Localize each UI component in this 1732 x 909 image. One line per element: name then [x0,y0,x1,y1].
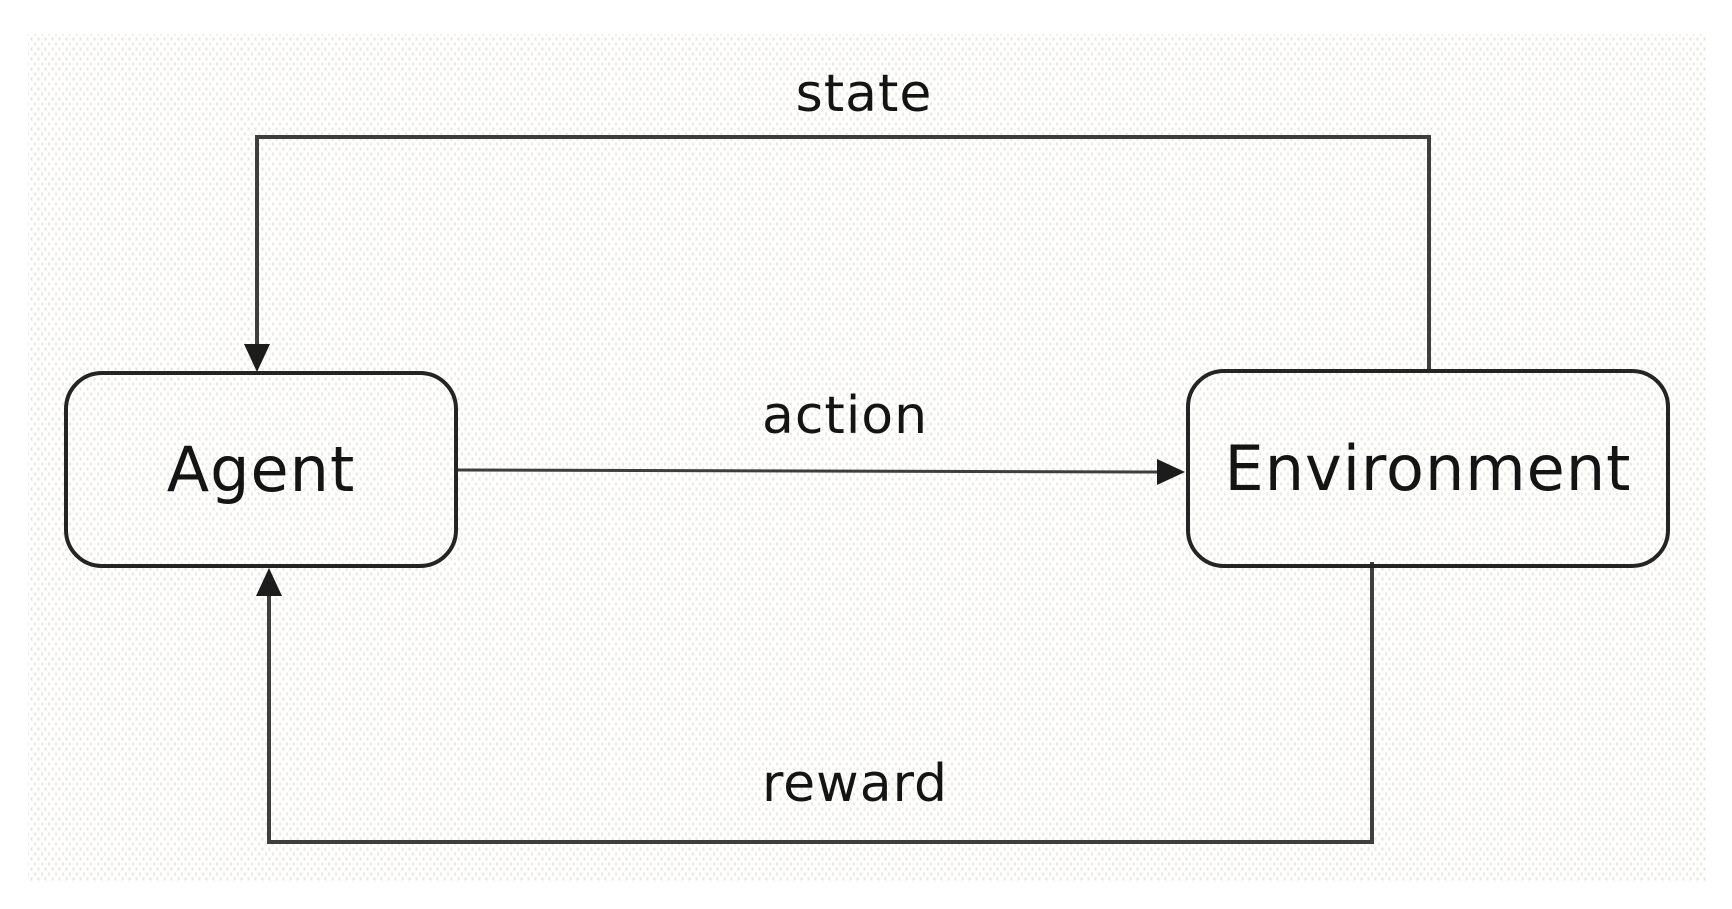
dotted-background [28,34,1706,882]
state-arrowhead-icon [244,344,270,372]
node-agent-label: Agent [166,433,356,506]
edge-label-state: state [795,64,933,124]
node-environment: Environment [1186,369,1670,568]
reward-line [267,562,1374,844]
action-arrow [457,459,1185,485]
node-agent: Agent [64,371,458,568]
edge-label-reward: reward [761,754,949,814]
action-arrowhead-icon [1157,459,1185,485]
state-arrow [244,135,1431,372]
reward-arrowhead-icon [256,568,282,596]
state-line [255,135,1431,369]
reward-arrow [256,562,1374,844]
action-line [457,468,1161,474]
node-environment-label: Environment [1224,432,1632,505]
edge-label-action: action [761,386,929,446]
